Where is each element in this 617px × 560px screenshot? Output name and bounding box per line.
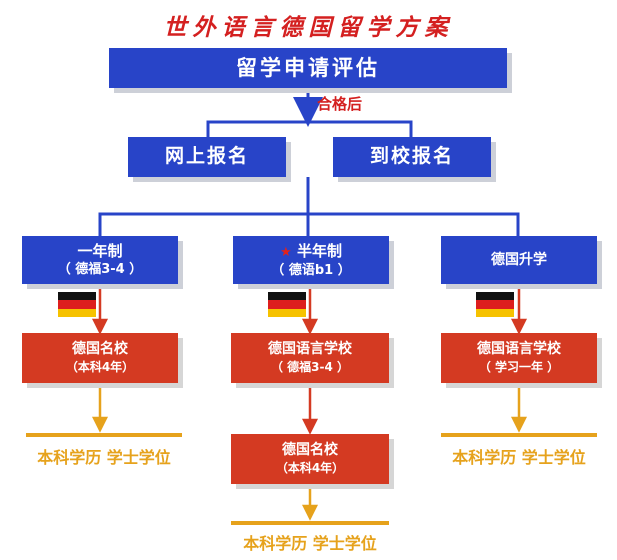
arrowhead-lang-right-result — [510, 416, 528, 433]
lang-mid-subtitle: （ 德福3-4 ） — [270, 360, 350, 375]
germany-flag-icon — [268, 292, 306, 317]
further-study-title: 德国升学 — [491, 251, 547, 268]
half-year-box: ★ 半年制 （ 德语b1 ） — [233, 236, 389, 284]
further-study-box: 德国升学 — [441, 236, 597, 284]
bracket-registration — [206, 120, 413, 138]
star-icon: ★ — [280, 244, 292, 260]
one-year-box: 一年制 （ 德福3-4 ） — [22, 236, 178, 284]
result-right-label: 本科学历 学士学位 — [452, 448, 586, 467]
germany-flag-icon — [476, 292, 514, 317]
lang-right-box: 德国语言学校 （ 学习一年 ） — [441, 333, 597, 383]
arrowhead-further — [510, 318, 528, 335]
onsite-registration-box: 到校报名 — [333, 137, 491, 177]
arrowhead-half-year — [301, 318, 319, 335]
online-registration-box: 网上报名 — [128, 137, 286, 177]
uni-left-subtitle: （本科4年） — [65, 360, 135, 375]
arrowhead-uni-mid-result — [301, 504, 319, 521]
uni-mid-subtitle: （本科4年） — [275, 461, 345, 476]
uni-mid-box: 德国名校 （本科4年） — [231, 434, 389, 484]
lang-right-title: 德国语言学校 — [477, 341, 561, 358]
result-left-line — [26, 433, 182, 437]
half-year-subtitle: （ 德语b1 ） — [271, 262, 351, 278]
arrowhead-lang-to-uni — [301, 418, 319, 435]
one-year-title: 一年制 — [77, 242, 123, 261]
onsite-registration-label: 到校报名 — [369, 145, 454, 168]
result-right-line — [441, 433, 597, 437]
online-registration-label: 网上报名 — [164, 145, 249, 168]
one-year-subtitle: （ 德福3-4 ） — [57, 262, 143, 278]
uni-left-title: 德国名校 — [72, 341, 128, 358]
assessment-box: 留学申请评估 — [109, 48, 507, 88]
page-title: 世外语言德国留学方案 — [163, 14, 454, 41]
germany-flag-icon — [58, 292, 96, 317]
result-left-label: 本科学历 学士学位 — [37, 448, 171, 467]
half-year-title: 半年制 — [296, 241, 342, 260]
result-bottom-line — [231, 521, 389, 525]
assessment-label: 留学申请评估 — [236, 55, 380, 80]
arrowhead-uni-left-result — [91, 416, 109, 433]
qualified-label: 合格后 — [317, 95, 363, 113]
uni-mid-title: 德国名校 — [282, 442, 338, 459]
uni-left-box: 德国名校 （本科4年） — [22, 333, 178, 383]
lang-right-subtitle: （ 学习一年 ） — [478, 360, 560, 375]
result-bottom-label: 本科学历 学士学位 — [243, 534, 377, 553]
arrowhead-one-year — [91, 318, 109, 335]
lang-mid-box: 德国语言学校 （ 德福3-4 ） — [231, 333, 389, 383]
lang-mid-title: 德国语言学校 — [268, 341, 352, 358]
